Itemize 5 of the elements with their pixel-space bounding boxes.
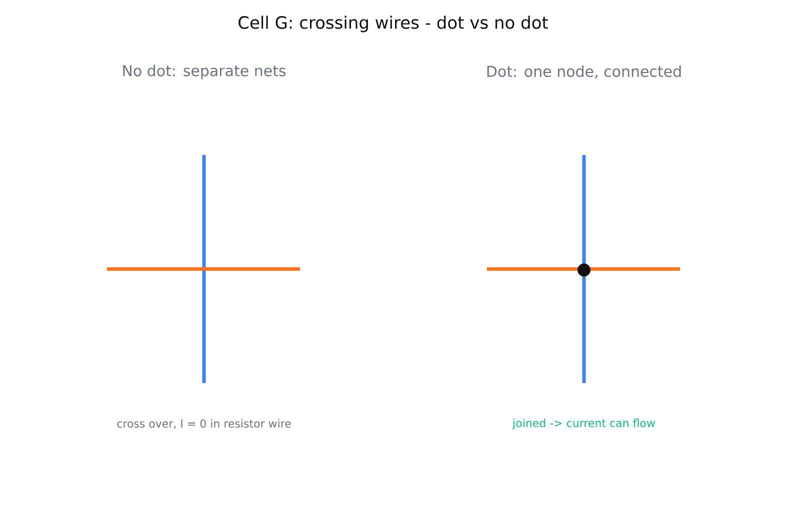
title: Cell G: crossing wires - dot vs no dot: [238, 16, 548, 32]
caption: joined -> current can flow: [512, 418, 655, 430]
panel-heading: Dot: one node, connected: [487, 65, 681, 79]
panel-heading: No dot: separate nets: [123, 64, 286, 80]
caption: cross over, I = 0 in resistor wire: [117, 419, 291, 429]
